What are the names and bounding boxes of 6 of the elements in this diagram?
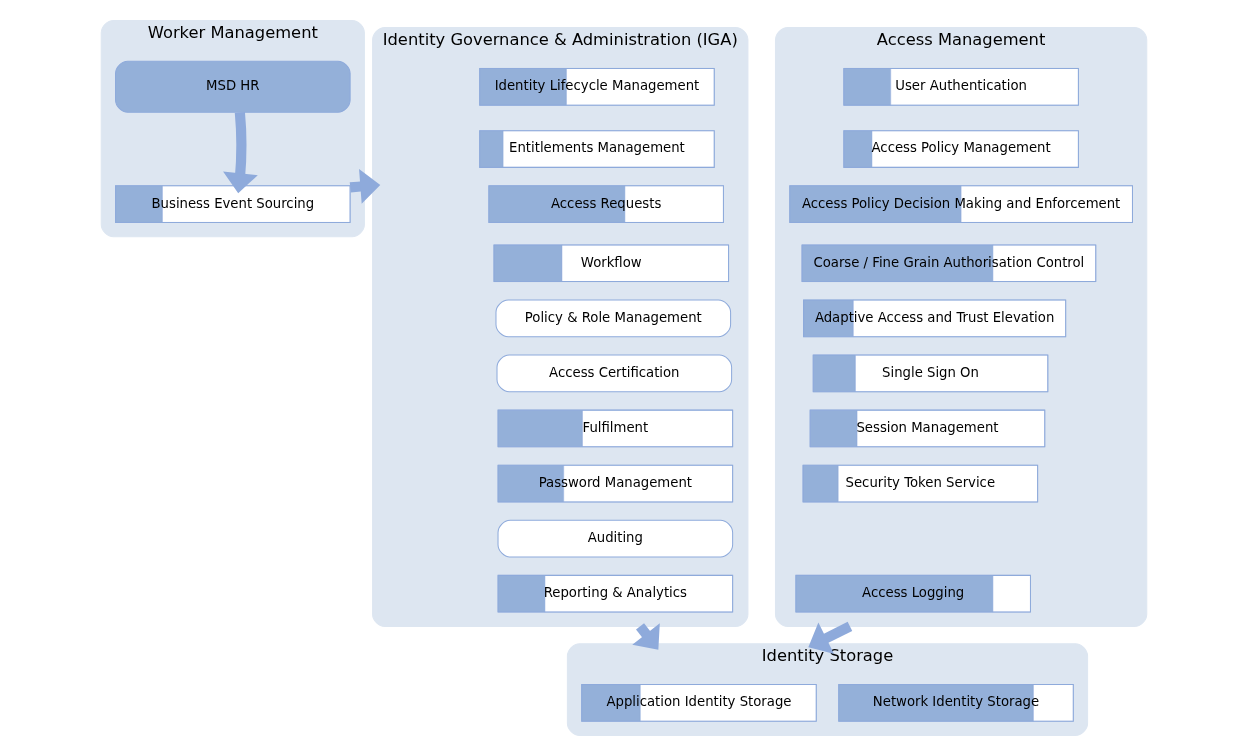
node-box: Auditing — [497, 519, 734, 558]
arrow — [223, 112, 258, 194]
node-box: MSD HR — [115, 60, 351, 113]
arrow — [808, 621, 853, 654]
node-box: Policy & Role Management — [495, 299, 732, 338]
node-box: Access Certification — [496, 354, 733, 393]
